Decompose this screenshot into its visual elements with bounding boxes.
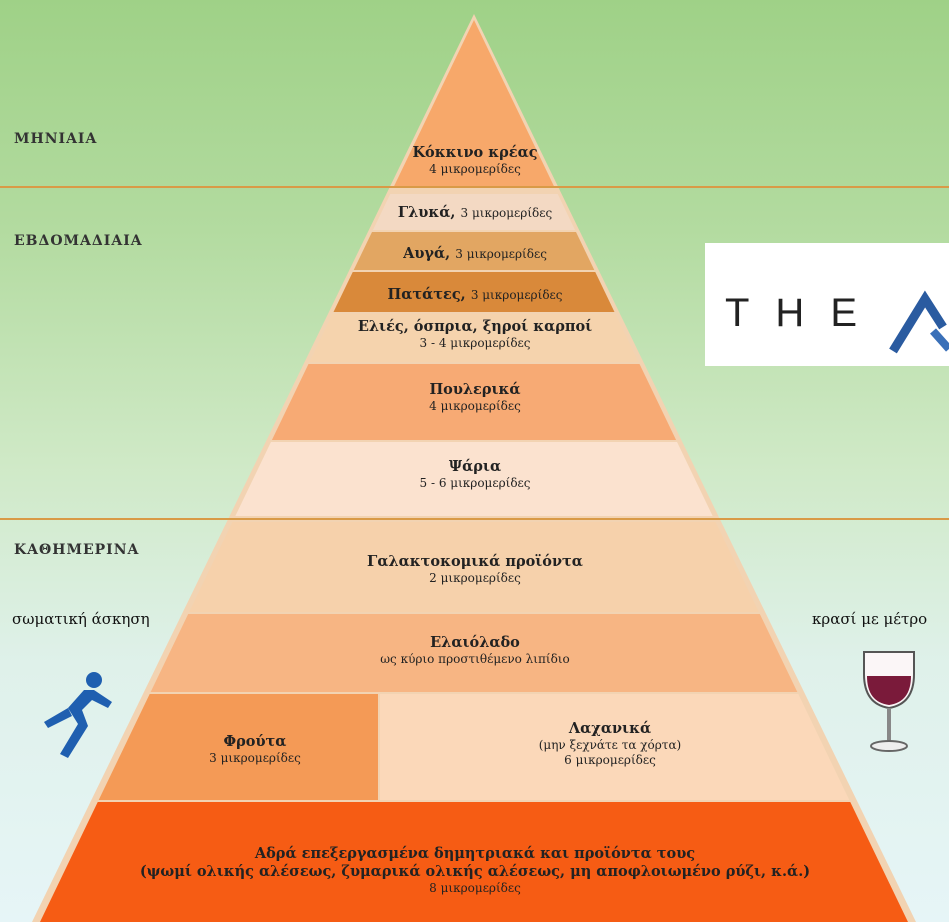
logo-text: THE (725, 291, 883, 335)
tier-detail: (ψωμί ολικής αλέσεως, ζυμαρικά ολικής αλ… (139, 863, 811, 881)
wine-glass-icon (863, 651, 915, 752)
tier-title: Λαχανικά (568, 720, 652, 737)
band-sweets (372, 194, 576, 230)
band-dairy (189, 522, 759, 612)
tier-title: Γλυκά, (397, 204, 456, 221)
tier-fruits: Φρούτα 3 μικρομερίδες (170, 733, 340, 766)
tier-detail: 3 - 4 μικρομερίδες (419, 336, 531, 351)
tier-title: Αυγά, (403, 245, 451, 262)
tier-sweets: Γλυκά, 3 μικρομερίδες (380, 202, 570, 222)
note-wine: κρασί με μέτρο (812, 610, 928, 628)
tier-detail: 4 μικρομερίδες (429, 162, 521, 177)
band-vegetables (380, 694, 850, 800)
band-red-meat (394, 20, 554, 186)
tier-detail: 5 - 6 μικρομερίδες (419, 476, 531, 491)
tier-detail: 3 μικρομερίδες (455, 247, 547, 261)
tier-olive-oil: Ελαιόλαδο ως κύριο προστιθέμενο λιπίδιο (300, 634, 650, 667)
tier-detail-2: 8 μικρομερίδες (429, 881, 521, 896)
band-potatoes (333, 272, 615, 312)
band-fish (235, 442, 713, 516)
band-fruits (98, 694, 378, 800)
divider-weekly-daily (0, 518, 949, 520)
tier-vegetables: Λαχανικά (μην ξεχνάτε τα χόρτα) 6 μικρομ… (480, 720, 740, 768)
tier-title: Φρούτα (223, 733, 287, 750)
tier-detail: 3 μικρομερίδες (460, 206, 553, 220)
running-person-icon (44, 672, 112, 758)
tier-grains: Αδρά επεξεργασμένα δημητριακά και προϊόν… (120, 845, 830, 896)
tier-title: Ελαιόλαδο (430, 634, 520, 651)
tier-title: Κόκκινο κρέας (412, 144, 538, 161)
label-monthly: ΜΗΝΙΑΙΑ (14, 131, 98, 147)
logo-mark-icon (889, 290, 949, 354)
tier-potatoes: Πατάτες, 3 μικρομερίδες (360, 284, 590, 304)
tier-detail: (μην ξεχνάτε τα χόρτα) (538, 738, 682, 753)
band-eggs (353, 232, 595, 270)
tier-eggs: Αυγά, 3 μικρομερίδες (370, 243, 580, 263)
tier-detail: 3 μικρομερίδες (209, 751, 301, 766)
logo-box: THE (705, 243, 949, 366)
tier-detail: 3 μικρομερίδες (470, 288, 563, 302)
tier-poultry: Πουλερικά 4 μικρομερίδες (340, 381, 610, 414)
label-weekly: ΕΒΔΟΜΑΔΙΑΙΑ (14, 233, 143, 249)
band-poultry (271, 364, 677, 440)
tier-olives-legumes-nuts: Ελιές, όσπρια, ξηροί καρποί 3 - 4 μικρομ… (340, 318, 610, 351)
tier-fish: Ψάρια 5 - 6 μικρομερίδες (340, 458, 610, 491)
tier-detail-2: 6 μικρομερίδες (564, 753, 656, 768)
tier-red-meat: Κόκκινο κρέας 4 μικρομερίδες (400, 144, 550, 177)
tier-title: Πουλερικά (429, 381, 521, 398)
tier-detail: 2 μικρομερίδες (429, 571, 521, 586)
label-daily: ΚΑΘΗΜΕΡΙΝΑ (14, 542, 140, 558)
note-exercise: σωματική άσκηση (12, 610, 150, 628)
tier-title: Γαλακτοκομικά προϊόντα (367, 553, 583, 570)
divider-monthly-weekly (0, 186, 949, 188)
tier-title: Ελιές, όσπρια, ξηροί καρποί (357, 318, 593, 335)
band-olives-legumes-nuts (309, 314, 639, 362)
tier-title: Πατάτες, (387, 286, 466, 303)
tier-dairy: Γαλακτοκομικά προϊόντα 2 μικρομερίδες (300, 553, 650, 586)
band-grains (40, 802, 908, 922)
tier-detail: 4 μικρομερίδες (429, 399, 521, 414)
tier-title: Ψάρια (448, 458, 502, 475)
tier-title: Αδρά επεξεργασμένα δημητριακά και προϊόν… (254, 845, 696, 862)
tier-detail: ως κύριο προστιθέμενο λιπίδιο (380, 652, 570, 667)
band-olive-oil (150, 614, 798, 692)
